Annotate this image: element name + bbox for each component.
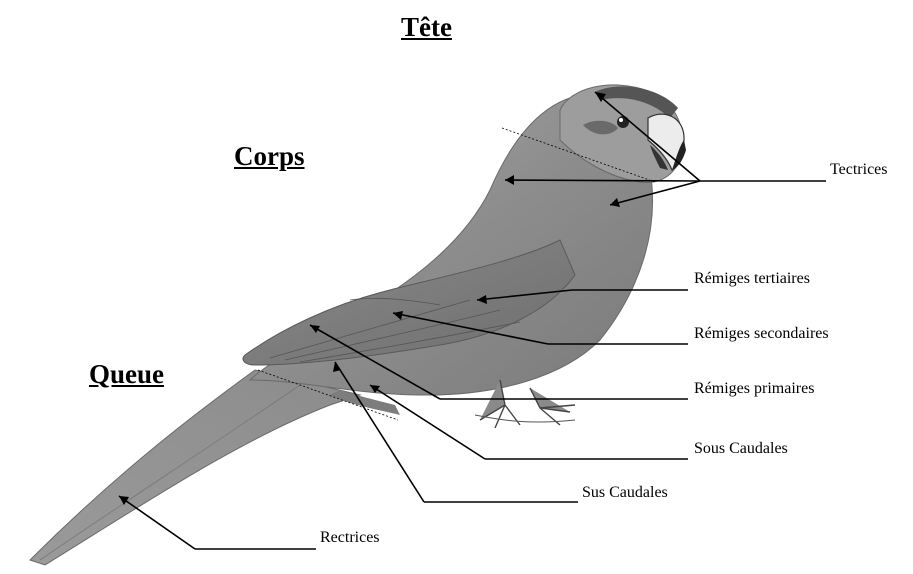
section-title-head: Tête	[401, 12, 452, 43]
section-title-tail: Queue	[89, 359, 164, 390]
section-title-body: Corps	[234, 141, 305, 172]
eye	[617, 116, 629, 128]
label-tectrices: Tectrices	[830, 161, 888, 179]
label-remiges-tertiaires: Rémiges tertiaires	[694, 270, 810, 288]
label-rectrices: Rectrices	[320, 529, 380, 547]
label-remiges-primaires: Rémiges primaires	[694, 380, 814, 398]
label-sus-caudales: Sus Caudales	[582, 484, 668, 502]
label-sous-caudales: Sous Caudales	[694, 440, 788, 458]
label-remiges-secondaires: Rémiges secondaires	[694, 325, 829, 343]
tail-shape	[30, 370, 360, 565]
